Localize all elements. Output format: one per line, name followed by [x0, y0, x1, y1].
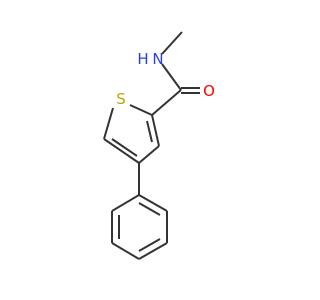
bond-n-carbonyl-carbon	[161, 63, 182, 91]
bond-ph-4-5	[138, 242, 168, 260]
bond-c2-s1	[129, 104, 153, 116]
bond-ph-3-4	[111, 242, 140, 260]
atom-label-amide-nitrogen: N	[152, 50, 163, 68]
bond-carbonyl-thiophene	[151, 89, 182, 116]
bond-group	[103, 31, 200, 260]
bond-c4-c3	[138, 145, 160, 164]
bond-s1-c5	[103, 107, 114, 140]
bond-n-methyl	[161, 31, 183, 55]
atom-label-carbonyl-oxygen: O	[203, 82, 215, 100]
bond-ph-6-1	[138, 194, 168, 212]
bond-c5-c4-inner	[111, 138, 138, 157]
molecule-structure: S H N O	[103, 31, 215, 260]
atom-label-sulfur: S	[116, 90, 126, 108]
bond-ph-6-1-inner	[138, 202, 161, 216]
bond-ph-4-5-inner	[138, 238, 161, 252]
bond-c3-c2	[151, 114, 160, 147]
atom-label-amide-hydrogen: H	[137, 50, 148, 68]
bond-c3-c2-inner	[146, 120, 153, 143]
bond-ph-1-2	[111, 194, 140, 212]
bond-c5-c4	[103, 138, 140, 164]
